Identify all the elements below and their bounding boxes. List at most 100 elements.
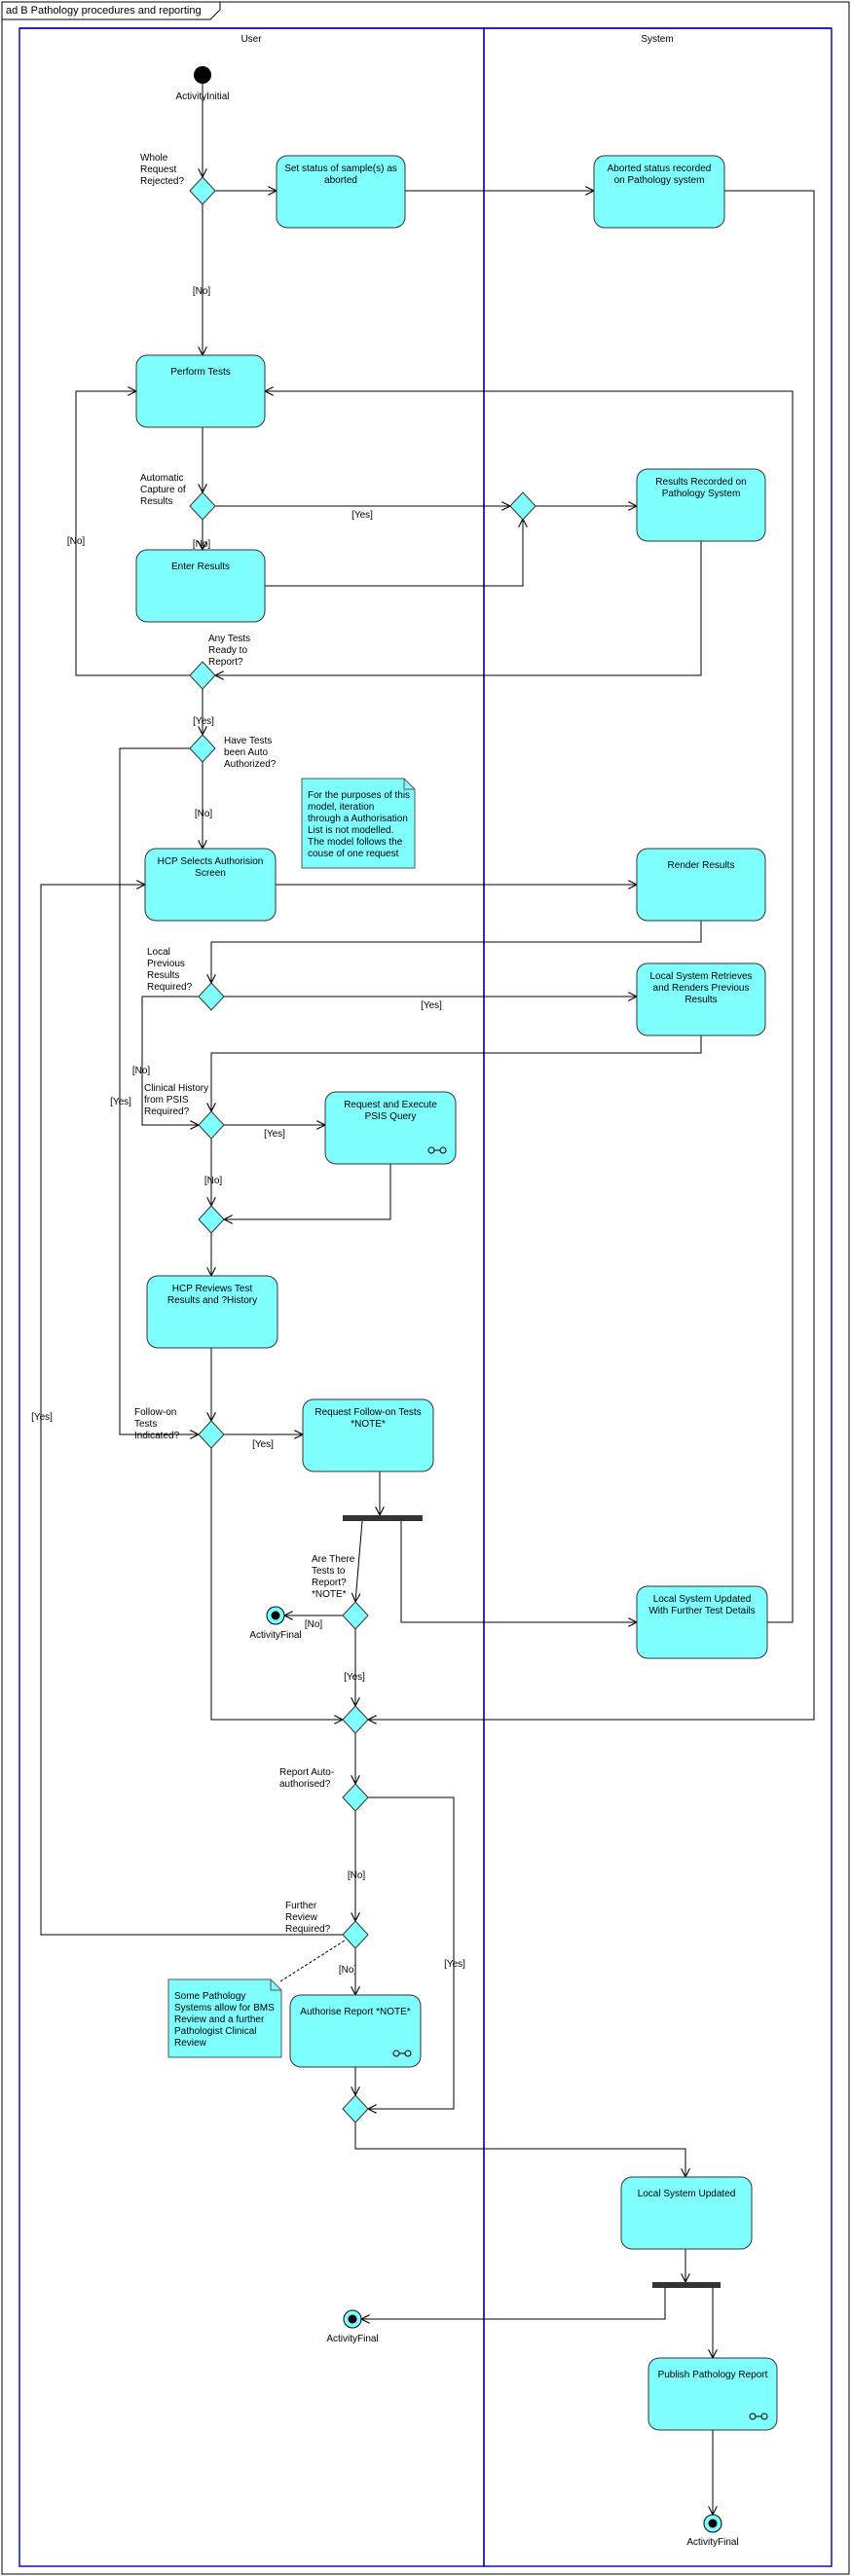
fork-bar-followon <box>343 1515 423 1521</box>
guard-no-1: [No] <box>193 286 211 297</box>
flow-report-auto-yes <box>368 1796 455 2109</box>
decision-followon <box>198 1420 225 1449</box>
decision-local-previous <box>198 982 225 1011</box>
flow-tests-ready-no-loop <box>75 391 190 676</box>
guard-yes-17: [Yes] <box>444 1959 465 1970</box>
action-render-results-shape <box>636 848 766 922</box>
activity-final-label-3: ActivityFinal <box>686 2537 738 2548</box>
action-request-followon-label: Request Follow-on Tests*NOTE* <box>314 1407 421 1430</box>
initial-node-label: ActivityInitial <box>175 91 229 102</box>
decision-auto-capture <box>189 491 216 521</box>
flow-results-recorded-to-tests-ready <box>215 541 702 675</box>
lane-title-user: User <box>240 34 262 45</box>
action-request-followon-shape <box>302 1398 434 1472</box>
action-local-updated-shape <box>620 2176 753 2250</box>
activity-final-3: ActivityFinal <box>686 2514 739 2548</box>
merge-main <box>342 1705 369 1734</box>
action-local-updated: Local System Updated <box>620 2176 753 2250</box>
action-hcp-reviews-shape <box>146 1275 278 1349</box>
flow-updated-tests-loop-perform <box>265 391 794 1623</box>
lane-title-system: System <box>641 34 673 45</box>
guard-no-11: [No] <box>204 1176 223 1186</box>
guard-no-4: [No] <box>67 536 86 547</box>
guard-no-8: [No] <box>132 1066 151 1076</box>
flow-aborted-to-merge <box>368 190 815 1720</box>
action-local-retrieves-shape <box>636 962 766 1036</box>
guard-no-3: [No] <box>193 539 211 550</box>
guard-yes-13: [Yes] <box>252 1439 274 1450</box>
activity-final-label-1: ActivityFinal <box>249 1630 301 1641</box>
decision-auto-authorized <box>189 734 216 763</box>
flow-local-previous-no <box>141 996 199 1125</box>
frame-title: ad B Pathology procedures and reporting <box>6 5 202 17</box>
activity-final-2: ActivityFinal <box>326 2309 379 2344</box>
decision-report-auto <box>342 1783 369 1812</box>
guard-yes-5: [Yes] <box>193 716 214 727</box>
action-hcp-selects-shape <box>144 848 277 922</box>
guard-yes-2: [Yes] <box>352 510 373 521</box>
flow-render-to-local-previous <box>211 921 702 983</box>
decision-report-auto-label: Report Auto-authorised? <box>279 1767 334 1790</box>
decision-tests-ready <box>189 661 216 690</box>
action-set-status-shape <box>276 155 406 229</box>
control-flows <box>40 84 815 2515</box>
guard-no-6: [No] <box>195 809 213 819</box>
action-perform-tests-label: Perform Tests <box>170 367 231 378</box>
decision-clinical-history <box>198 1110 225 1140</box>
action-authorise-report: Authorise Report *NOTE* <box>289 1994 422 2068</box>
flow-retrieves-to-clinical <box>211 1035 702 1111</box>
flow-fork-to-are-there <box>355 1520 363 1602</box>
decision-are-there-tests <box>342 1601 369 1630</box>
action-publish-report-label: Publish Pathology Report <box>658 2370 768 2380</box>
flow-merge-to-local-updated <box>354 2122 685 2177</box>
frame-title-tab <box>2 2 221 20</box>
action-psis-query-shape <box>324 1091 457 1165</box>
subactivity-rake-icon <box>392 2050 412 2057</box>
action-publish-report: Publish Pathology Report <box>648 2357 778 2431</box>
action-aborted-recorded-shape <box>593 155 725 229</box>
subactivity-rake-icon <box>749 2413 768 2420</box>
flow-fork-to-local-updated-tests <box>400 1521 637 1622</box>
action-publish-report-shape <box>648 2357 778 2431</box>
initial-node <box>194 66 211 84</box>
action-results-recorded-shape <box>636 468 766 542</box>
flow-further-review-yes-loop <box>40 885 343 1936</box>
guard-yes-15: [Yes] <box>344 1672 365 1683</box>
flow-fork-to-final <box>361 2288 666 2319</box>
guard-yes-9: [Yes] <box>110 1097 131 1107</box>
guard-yes-7: [Yes] <box>421 1000 442 1011</box>
action-local-updated-label: Local System Updated <box>638 2189 736 2199</box>
activity-final-1: ActivityFinal <box>249 1606 302 1641</box>
guard-yes-12: [Yes] <box>31 1412 53 1423</box>
activity-final-label-2: ActivityFinal <box>326 2334 378 2344</box>
flow-followon-no-to-merge <box>210 1448 343 1720</box>
action-perform-tests: Perform Tests <box>135 354 266 428</box>
decision-further-review <box>342 1920 369 1949</box>
decision-whole-rejected <box>189 176 216 205</box>
